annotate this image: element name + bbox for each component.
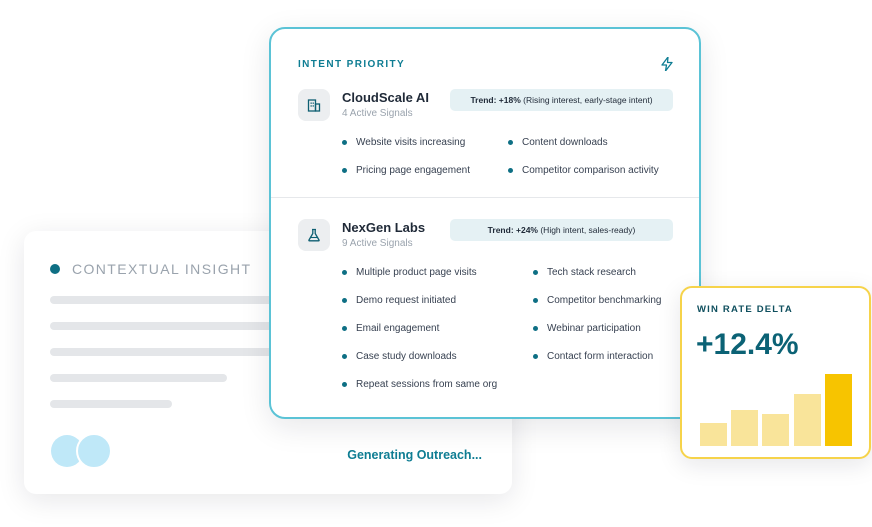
contextual-insight-header: CONTEXTUAL INSIGHT [50,261,251,277]
skeleton-line [50,348,280,356]
signal-item: Multiple product page visits [342,267,477,278]
signal-item: Competitor comparison activity [508,165,659,176]
flask-icon [298,219,330,251]
skeleton-line [50,322,280,330]
win-rate-card: WIN RATE DELTA +12.4% [680,286,871,459]
trend-badge: Trend: +24% (High intent, sales-ready) [450,219,673,241]
company-nexgen[interactable]: NexGen Labs 9 Active Signals Trend: +24%… [298,219,673,399]
signal-item: Competitor benchmarking [533,295,662,306]
signal-item: Repeat sessions from same org [342,379,497,390]
win-rate-title: WIN RATE DELTA [697,304,793,315]
signal-item: Demo request initiated [342,295,456,306]
chart-bar [762,414,790,446]
chart-bar [824,374,852,446]
signal-item: Pricing page engagement [342,165,470,176]
company-name: CloudScale AI [342,90,429,105]
chart-bar [793,394,821,446]
skeleton-line [50,400,172,408]
signal-item: Case study downloads [342,351,457,362]
signal-item: Tech stack research [533,267,636,278]
company-cloudscale[interactable]: CloudScale AI 4 Active Signals Trend: +1… [298,89,673,189]
trend-label: Trend: +18% [470,95,521,105]
chart-bar [700,423,727,446]
trend-note: (Rising interest, early-stage intent) [520,95,653,105]
signal-item: Contact form interaction [533,351,653,362]
divider [271,197,699,198]
trend-badge: Trend: +18% (Rising interest, early-stag… [450,89,673,111]
win-rate-bar-chart [700,372,856,446]
bolt-icon[interactable] [661,57,673,71]
signal-item: Email engagement [342,323,439,334]
contextual-insight-title: CONTEXTUAL INSIGHT [72,261,252,277]
intent-priority-card: INTENT PRIORITY CloudScale AI 4 Active S… [269,27,701,419]
win-rate-value: +12.4% [696,328,799,361]
signal-item: Content downloads [508,137,608,148]
signal-item: Website visits increasing [342,137,465,148]
signal-item: Webinar participation [533,323,641,334]
company-name: NexGen Labs [342,220,426,235]
building-icon [298,89,330,121]
company-signal-count: 9 Active Signals [342,238,413,249]
company-signal-count: 4 Active Signals [342,108,413,119]
skeleton-line [50,296,280,304]
trend-note: (High intent, sales-ready) [537,225,636,235]
generating-outreach-status[interactable]: Generating Outreach... [347,448,482,462]
intent-priority-title: INTENT PRIORITY [298,59,406,70]
chart-bar [731,410,759,446]
avatar [76,433,112,469]
skeleton-line [50,374,227,382]
avatar-group [51,433,112,469]
trend-label: Trend: +24% [487,225,538,235]
status-dot-icon [50,264,60,274]
